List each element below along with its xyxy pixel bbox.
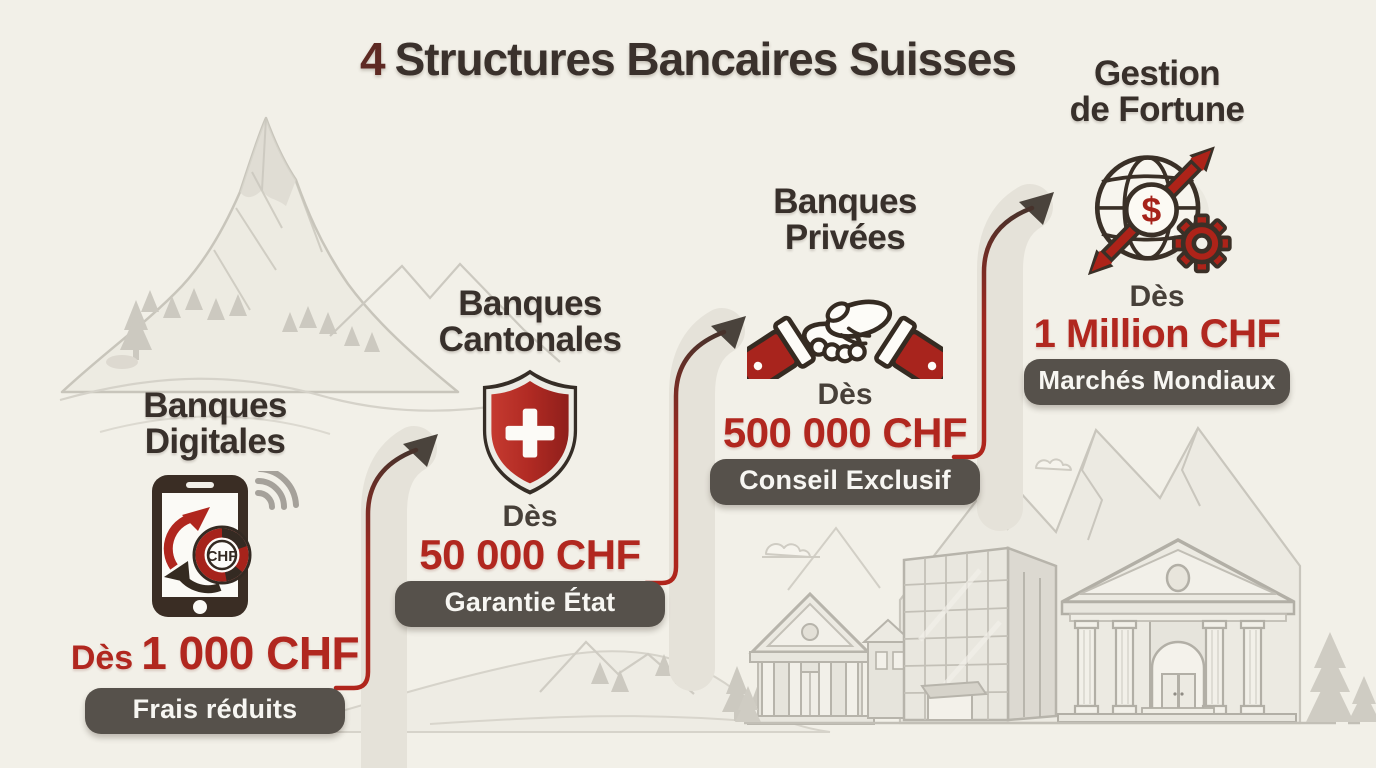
- tier-name-line2: de Fortune: [1069, 90, 1245, 130]
- chf-badge-label: CHF: [207, 548, 238, 565]
- tier-name: Banques Privées: [773, 182, 917, 258]
- tier-name-line1: Banques: [458, 284, 602, 323]
- handshake-icon: [747, 299, 943, 379]
- threshold-prefix: Dès: [70, 638, 134, 677]
- title-text: Structures Bancaires Suisses: [394, 33, 1017, 85]
- tier-name-line1: Banques: [773, 182, 917, 221]
- glass-building-sketch: [902, 546, 1058, 722]
- benefit-banner: Frais réduits: [85, 688, 345, 735]
- growth-arrow-1: [333, 426, 438, 768]
- tier-name: Banques Cantonales: [438, 284, 622, 360]
- benefit-banner: Garantie État: [395, 580, 665, 627]
- threshold-prefix: Dès: [817, 377, 873, 411]
- threshold-prefix: Dès: [502, 499, 558, 533]
- threshold-amount: 500 000 CHF: [722, 408, 968, 456]
- exchange-arrows-icon: [163, 506, 222, 593]
- threshold-amount: 1 Million CHF: [1033, 311, 1281, 356]
- left-sleeve: [747, 315, 816, 379]
- grand-bank-sketch: [735, 538, 1376, 725]
- wifi-signal-icon: [255, 470, 299, 510]
- gear-icon: [1171, 213, 1232, 274]
- benefit-banner: Marchés Mondiaux: [1024, 358, 1290, 405]
- tier-name-line2: Privées: [784, 218, 906, 258]
- swiss-cross-icon: [505, 408, 555, 458]
- benefit-banner: Conseil Exclusif: [710, 458, 980, 505]
- tier-name-line1: Gestion: [1093, 54, 1221, 93]
- tier-name-line2: Digitales: [144, 422, 286, 462]
- tier-name: Banques Digitales: [143, 386, 287, 462]
- classical-bank-sketch: [747, 591, 915, 725]
- cloud-icon-2: [1035, 458, 1072, 471]
- pine-trees-right: [735, 632, 1376, 722]
- tier-banques-digitales: Banques Digitales: [60, 386, 370, 735]
- threshold-amount: 50 000 CHF: [419, 530, 641, 578]
- tier-name-line1: Banques: [143, 386, 287, 425]
- cloud-icon: [762, 543, 820, 558]
- dollar-badge-icon: $: [1123, 182, 1179, 238]
- tier-name-line2: Cantonales: [438, 320, 622, 360]
- threshold-prefix: Dès: [1129, 279, 1185, 313]
- globe-dollar-gear-icon: $: [1087, 146, 1232, 275]
- clasped-hands: [801, 299, 893, 364]
- tier-banques-privees: Banques Privées: [710, 182, 980, 505]
- growth-arrow-3: [951, 184, 1054, 531]
- tier-name: Gestion de Fortune: [1069, 54, 1245, 130]
- dollar-sign: $: [1142, 190, 1162, 230]
- chf-badge-icon: CHF: [192, 525, 252, 585]
- tier-gestion-de-fortune: Gestion de Fortune $: [1024, 54, 1290, 405]
- matterhorn-sketch: [59, 116, 561, 435]
- swiss-shield-icon: [482, 369, 578, 495]
- right-sleeve: [874, 315, 943, 379]
- threshold-amount: 1 000 CHF: [141, 626, 360, 679]
- smartphone-chf-icon: CHF: [152, 470, 299, 617]
- growth-arrow-2: [643, 308, 746, 691]
- title-number: 4: [359, 33, 386, 85]
- tier-banques-cantonales: Banques Cantonales Dès 50 000 CHF Garant…: [395, 284, 665, 627]
- pine-trees-ridge: [120, 288, 380, 360]
